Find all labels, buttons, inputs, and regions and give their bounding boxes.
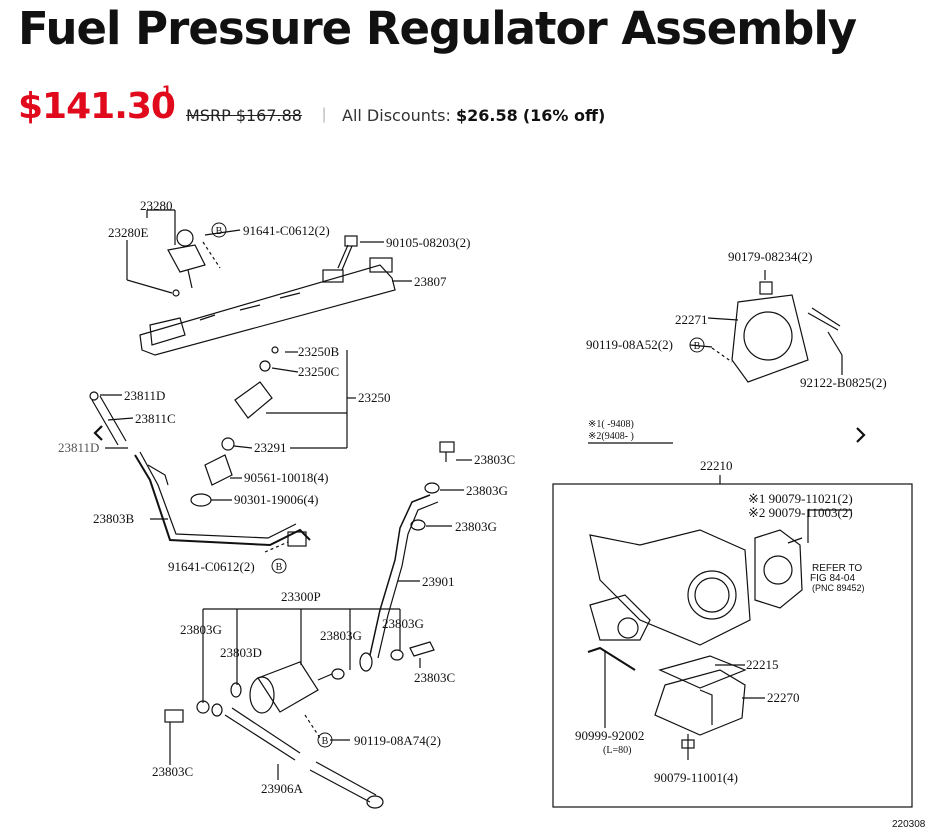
part-label[interactable]: 90561-10018(4) [244,470,329,485]
part-label[interactable]: 91641-C0612(2) [243,223,330,238]
part-label[interactable]: 23803C [474,452,515,467]
part-label[interactable]: 23803C [152,764,193,779]
refer-note[interactable]: FIG 84-04 [810,573,855,584]
part-label[interactable]: 23803G [180,622,222,637]
b-marker: B [276,562,283,573]
discount-label: All Discounts: [342,106,451,125]
part-label[interactable]: 23803C [414,670,455,685]
part-label[interactable]: 23250C [298,364,339,379]
chevron-left-icon [93,425,103,441]
part-label[interactable]: 23280E [108,225,149,240]
part-label[interactable]: 22271 [675,312,708,327]
part-label[interactable]: 23280 [140,198,173,213]
part-label[interactable]: 23803B [93,511,135,526]
price-footnote[interactable]: 1 [162,84,172,100]
b-marker: B [694,341,701,352]
product-title: Fuel Pressure Regulator Assembly [18,2,857,55]
parts-diagram: B B B B 23280 23280E 91641-C0612(2) 9010… [58,198,926,830]
part-label[interactable]: 92122-B0825(2) [800,375,887,390]
part-label[interactable]: ※2 90079-11003(2) [748,505,853,520]
part-label[interactable]: 23803G [320,628,362,643]
note-label: ※2(9408- ) [588,431,634,442]
prev-arrow-button[interactable] [84,418,114,448]
discount-amount: $26.58 [455,106,518,125]
part-label[interactable]: 91641-C0612(2) [168,559,255,574]
part-label[interactable]: 23300P [281,589,321,604]
part-label[interactable]: 23811D [124,388,165,403]
part-label[interactable]: 23901 [422,574,455,589]
part-label[interactable]: 23803G [466,483,508,498]
part-note: (L=80) [603,745,631,756]
part-label[interactable]: 90119-08A74(2) [354,733,441,748]
part-label[interactable]: 23291 [254,440,287,455]
part-label[interactable]: 23803D [220,645,262,660]
part-label[interactable]: 23803G [455,519,497,534]
next-arrow-button[interactable] [845,420,875,450]
part-label[interactable]: 90079-11001(4) [654,770,738,785]
part-label[interactable]: 90301-19006(4) [234,492,319,507]
part-label[interactable]: 22215 [746,657,779,672]
price-row: $141.30 1 MSRP $167.88 | All Discounts: … [18,84,918,130]
part-label[interactable]: 23811D [58,440,99,455]
msrp-price: MSRP $167.88 [186,106,302,125]
discount-info: All Discounts: $26.58 (16% off) [342,106,605,125]
diagram-code: 220308 [892,819,926,830]
part-label[interactable]: 23906A [261,781,304,796]
part-label[interactable]: 22270 [767,690,800,705]
part-label[interactable]: 23250 [358,390,391,405]
part-label[interactable]: 90999-92002 [575,728,644,743]
refer-note: (PNC 89452) [812,583,865,593]
note-label: ※1( -9408) [588,419,634,430]
discount-percent: (16% off) [522,106,606,125]
part-label[interactable]: 23803G [382,616,424,631]
separator: | [322,106,327,123]
b-marker: B [322,736,329,747]
part-label[interactable]: 23811C [135,411,176,426]
b-marker: B [216,226,223,237]
part-label[interactable]: ※1 90079-11021(2) [748,491,853,506]
part-label[interactable]: 90105-08203(2) [386,235,471,250]
part-label[interactable]: 90119-08A52(2) [586,337,673,352]
chevron-right-icon [856,427,866,443]
part-label[interactable]: 22210 [700,458,733,473]
refer-note: REFER TO [812,563,862,574]
part-label[interactable]: 23250B [298,344,340,359]
sale-price: $141.30 [18,86,176,127]
part-label[interactable]: 23807 [414,274,447,289]
part-label[interactable]: 90179-08234(2) [728,249,813,264]
